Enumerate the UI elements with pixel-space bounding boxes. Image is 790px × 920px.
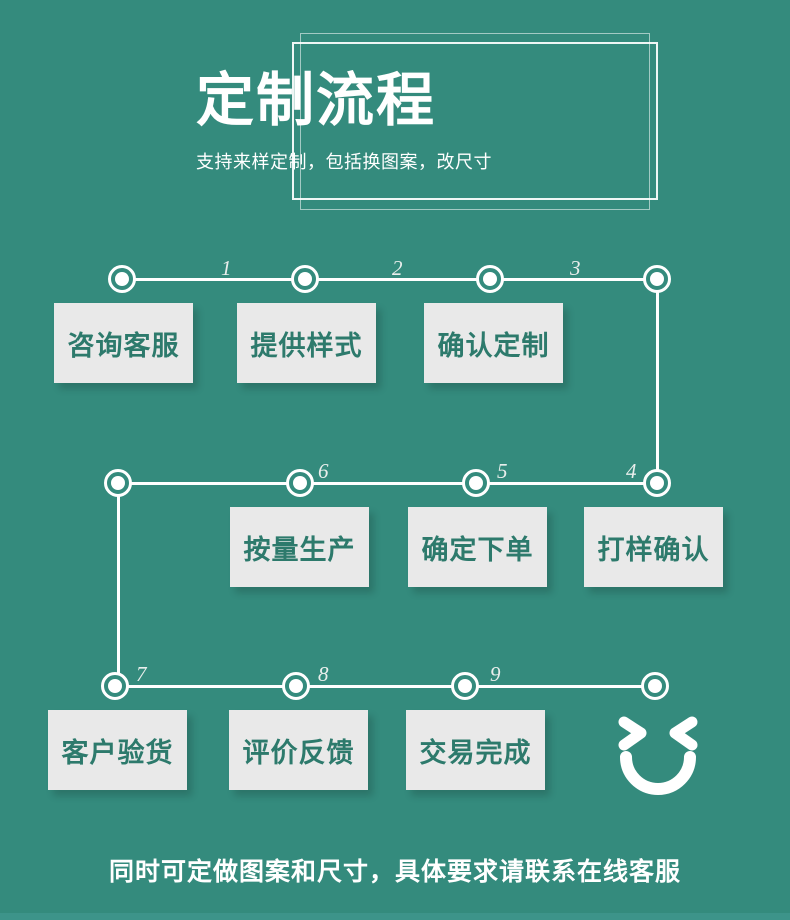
flow-step-number: 7 — [136, 662, 147, 686]
flow-node-circle-icon — [476, 265, 504, 293]
connector-right-vertical-3-to-4 — [656, 279, 659, 484]
flow-card-label: 交易完成 — [419, 737, 532, 768]
flow-node-circle-icon — [104, 469, 132, 497]
flow-card-label: 咨询客服 — [67, 330, 180, 361]
flow-card-label: 评价反馈 — [242, 737, 355, 768]
flow-card: 交易完成 — [406, 710, 545, 790]
flow-step-number: 1 — [221, 256, 232, 280]
flow-card-label: 打样确认 — [597, 534, 710, 565]
flow-card-label: 确认定制 — [437, 330, 550, 361]
flow-node-circle-icon — [641, 672, 669, 700]
flow-node-circle-icon — [282, 672, 310, 700]
flow-node-circle-icon — [643, 265, 671, 293]
connector-row-2-horizontal — [118, 482, 658, 485]
smiley-face-icon — [610, 700, 706, 796]
flow-step-number: 2 — [392, 256, 403, 280]
bottom-band — [0, 913, 790, 920]
flow-card-label: 按量生产 — [243, 534, 356, 565]
flow-node-circle-icon — [451, 672, 479, 700]
flow-card: 评价反馈 — [229, 710, 368, 790]
flow-step-number: 6 — [318, 459, 329, 483]
flow-node-circle-icon — [643, 469, 671, 497]
page-subtitle: 支持来样定制，包括换图案，改尺寸 — [196, 152, 492, 172]
flow-card: 咨询客服 — [54, 303, 193, 383]
connector-row-3-horizontal — [115, 685, 656, 688]
flow-card: 提供样式 — [237, 303, 376, 383]
flow-step-number: 9 — [490, 662, 501, 686]
flow-step-number: 3 — [570, 256, 581, 280]
flow-node-circle-icon — [101, 672, 129, 700]
flow-card-label: 确定下单 — [421, 534, 534, 565]
flow-node-circle-icon — [286, 469, 314, 497]
flow-step-number: 4 — [626, 459, 637, 483]
flow-card: 打样确认 — [584, 507, 723, 587]
flow-card-label: 提供样式 — [250, 330, 363, 361]
flow-node-circle-icon — [291, 265, 319, 293]
flow-node-circle-icon — [462, 469, 490, 497]
connector-row-1-horizontal — [122, 278, 657, 281]
connector-left-vertical-6-to-7 — [117, 483, 120, 687]
flow-step-number: 5 — [497, 459, 508, 483]
footer-note: 同时可定做图案和尺寸，具体要求请联系在线客服 — [108, 858, 681, 886]
flow-card-label: 客户验货 — [61, 737, 174, 768]
flow-card: 确认定制 — [424, 303, 563, 383]
flow-step-number: 8 — [318, 662, 329, 686]
flow-card: 客户验货 — [48, 710, 187, 790]
flow-card: 确定下单 — [408, 507, 547, 587]
flow-node-circle-icon — [108, 265, 136, 293]
flow-card: 按量生产 — [230, 507, 369, 587]
page-title: 定制流程 — [196, 68, 437, 133]
